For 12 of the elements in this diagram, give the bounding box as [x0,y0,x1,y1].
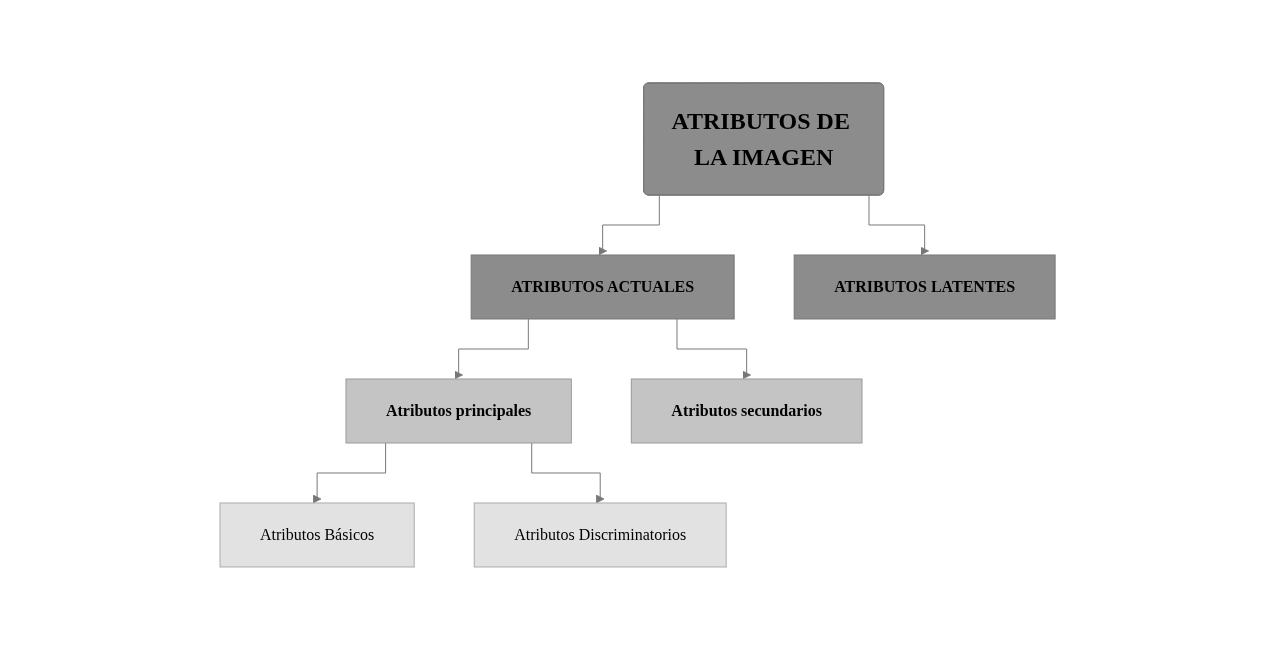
arrow [312,442,387,504]
node-box: Atributos principales [345,378,572,444]
arrow [531,442,605,504]
arrow [868,195,929,256]
node-box: ATRIBUTOS LATENTES [793,254,1056,320]
node-box: ATRIBUTOS ACTUALES [470,254,735,320]
arrow [598,195,660,256]
arrow [454,318,529,380]
node-box: Atributos Discriminatorios [473,502,727,568]
node-box: Atributos Básicos [219,502,415,568]
arrow [676,318,751,380]
node-box: Atributos secundarios [630,378,863,444]
